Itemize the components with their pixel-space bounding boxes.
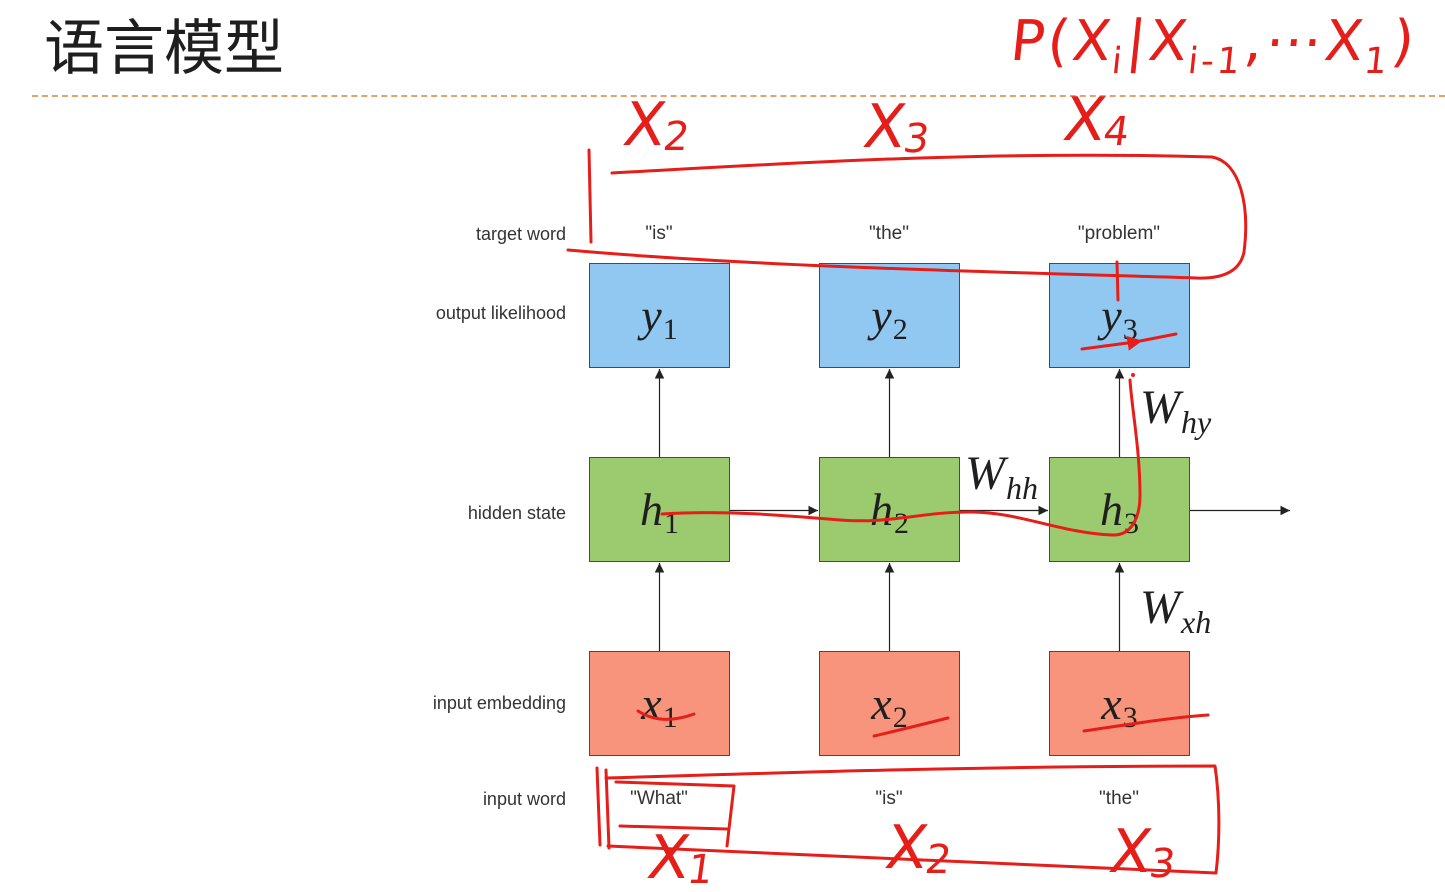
token-subscript: 3 (1146, 841, 1179, 887)
row-label-hidden-state: hidden state (467, 503, 566, 523)
input-node-x2: x2 (819, 651, 960, 756)
input-node-label: x3 (1101, 677, 1137, 732)
formula-subscript: 1 (1361, 41, 1393, 82)
weight-base: W (1140, 381, 1180, 434)
y3-dot (1131, 373, 1135, 377)
formula-part: ) (1388, 10, 1421, 74)
output-node-label: y3 (1101, 289, 1137, 344)
hidden-node-h3: h3 (1049, 457, 1190, 562)
row-label-input-word: input word (482, 789, 566, 809)
weight-subscript: hy (1180, 404, 1212, 440)
input-word-3: "the" (1099, 788, 1139, 809)
formula-part: ,⋯X (1241, 10, 1370, 74)
slide-title: 语言模型 (44, 14, 284, 84)
label-subscript: 2 (894, 506, 909, 540)
label-base: y (871, 289, 892, 341)
label-base: x (1101, 677, 1122, 729)
hidden-node-label: h3 (1100, 483, 1139, 538)
weight-base: W (1140, 581, 1180, 634)
input-node-label: x2 (871, 677, 907, 732)
title-divider (32, 95, 1445, 97)
token-subscript: 3 (900, 116, 933, 162)
input-word-1: "What" (630, 788, 688, 809)
hidden-node-label: h1 (640, 483, 679, 538)
label-base: h (1100, 483, 1123, 535)
target-words-loop (566, 153, 1248, 280)
label-subscript: 3 (1124, 506, 1139, 540)
formula-part: P(X (1007, 10, 1118, 74)
label-subscript: 3 (1122, 700, 1138, 734)
hidden-node-h1: h1 (589, 457, 730, 562)
output-node-y2: y2 (819, 263, 960, 368)
label-subscript: 1 (662, 312, 678, 346)
formula-subscript: i-1 (1185, 41, 1246, 82)
input-node-label: x1 (641, 677, 677, 732)
label-base: x (871, 677, 892, 729)
token-subscript: 4 (1100, 109, 1133, 155)
label-subscript: 1 (662, 700, 678, 734)
label-subscript: 2 (892, 312, 908, 346)
label-base: y (1101, 289, 1122, 341)
output-node-y1: y1 (589, 263, 730, 368)
target-word-1: "is" (645, 223, 673, 244)
weight-label-w-hy: Why (1140, 381, 1211, 439)
input-node-x3: x3 (1049, 651, 1190, 756)
label-base: y (641, 289, 662, 341)
token-subscript: 2 (660, 114, 693, 160)
output-node-label: y1 (641, 289, 677, 344)
formula-part: |X (1123, 10, 1194, 74)
hidden-node-h2: h2 (819, 457, 960, 562)
weight-subscript: hh (1005, 470, 1038, 506)
weight-base: W (965, 447, 1005, 500)
weight-label-w-hh: Whh (965, 447, 1038, 505)
row-label-input-embedding: input embedding (432, 693, 566, 713)
token-subscript: 1 (684, 847, 717, 892)
input-node-x1: x1 (589, 651, 730, 756)
weight-subscript: xh (1180, 604, 1212, 640)
hidden-node-label: h2 (870, 483, 909, 538)
label-base: h (870, 483, 893, 535)
target-word-3: "problem" (1077, 223, 1161, 244)
label-subscript: 1 (664, 506, 679, 540)
target-word-2: "the" (869, 223, 909, 244)
label-base: x (641, 677, 662, 729)
token-subscript: 2 (922, 837, 955, 883)
output-node-y3: y3 (1049, 263, 1190, 368)
input-word-2: "is" (875, 788, 903, 809)
label-subscript: 3 (1122, 312, 1138, 346)
row-label-target-word: target word (475, 224, 566, 244)
label-base: h (640, 483, 663, 535)
label-subscript: 2 (892, 700, 908, 734)
output-node-label: y2 (871, 289, 907, 344)
row-label-output-likelihood: output likelihood (435, 303, 566, 323)
weight-label-w-xh: Wxh (1140, 581, 1211, 639)
